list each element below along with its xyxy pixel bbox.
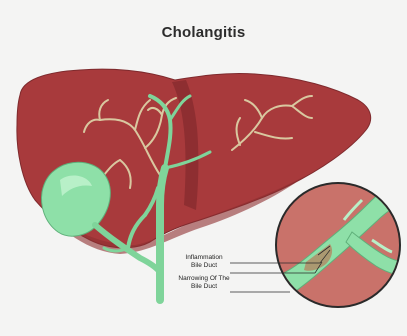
label-narrowing-line1: Narrowing Of The xyxy=(176,275,232,283)
label-inflammation-line1: Inflammation xyxy=(180,254,228,262)
label-narrowing-line2: Bile Duct xyxy=(176,283,232,291)
label-inflammation: Inflammation Bile Duct xyxy=(180,254,228,269)
label-narrowing: Narrowing Of The Bile Duct xyxy=(176,275,232,290)
label-inflammation-line2: Bile Duct xyxy=(180,262,228,270)
